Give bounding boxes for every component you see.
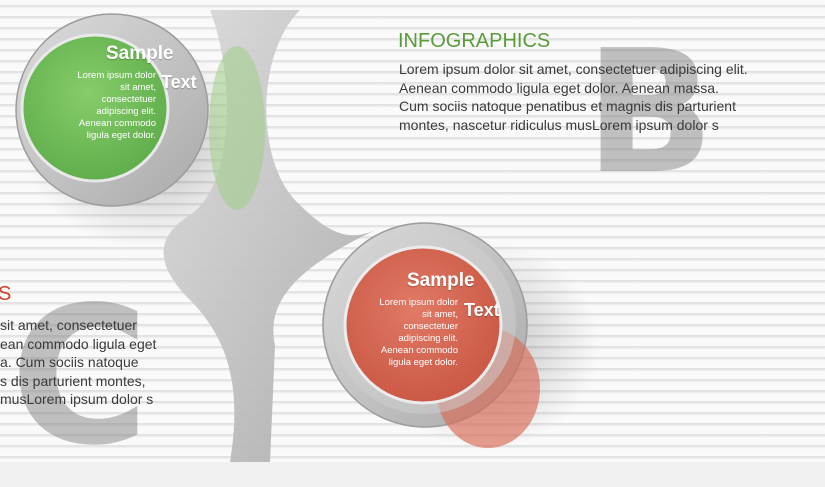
section-c-line: ean commodo ligula eget — [0, 335, 157, 352]
green-bubble-line: sit amet, — [120, 82, 156, 93]
red-bubble-line: Aenean commodo — [380, 345, 458, 356]
green-bubble-line: Lorem ipsum dolor — [77, 70, 156, 81]
infographic-ring-graphic — [15, 10, 600, 462]
section-letter-b: B — [585, 14, 715, 212]
red-bubble-line: consectetuer — [403, 321, 458, 332]
green-bubble-line: ligula eget dolor. — [86, 130, 156, 141]
green-reflection — [209, 46, 265, 210]
section-c-heading: S — [0, 283, 12, 305]
red-bubble-text: Lorem ipsum dolor sit amet, consectetuer… — [340, 297, 458, 369]
green-bubble-text: Lorem ipsum dolor sit amet, consectetuer… — [38, 70, 156, 142]
red-bubble-line: sit amet, — [422, 309, 458, 320]
section-b-paragraph: Lorem ipsum dolor sit amet, consectetuer… — [399, 61, 748, 133]
section-c-line: musLorem ipsum dolor s — [0, 391, 154, 407]
ring-bottom-edge — [322, 222, 528, 428]
section-c-line: s dis parturient montes, — [0, 372, 146, 389]
green-circle-rim — [20, 33, 170, 183]
s-band — [163, 10, 380, 462]
section-c-line: sit amet, consectetuer — [0, 317, 137, 333]
section-letter-c: C — [10, 266, 150, 487]
red-bubble-line: Lorem ipsum dolor — [379, 297, 458, 308]
red-bubble-line: ligula eget dolor. — [388, 357, 458, 368]
section-c-paragraph: sit amet, consectetuer ean commodo ligul… — [0, 316, 200, 409]
green-bubble-line: consectetuer — [101, 94, 156, 105]
red-bubble-line: adipiscing elit. — [398, 333, 458, 344]
ring-top-edge — [15, 13, 209, 207]
red-bubble-title-2: Text — [464, 300, 500, 320]
green-bubble-title-2: Text — [161, 72, 197, 92]
section-c-line: a. Cum sociis natoque — [0, 354, 139, 370]
red-bubble-title: Sample — [407, 270, 475, 291]
red-circle — [345, 247, 501, 403]
green-bubble-title: Sample — [106, 43, 174, 64]
red-circle-rim — [343, 245, 503, 405]
green-bubble-line: adipiscing elit. — [96, 106, 156, 117]
green-circle — [22, 35, 168, 181]
green-bubble-line: Aenean commodo — [78, 118, 156, 129]
section-b-heading: INFOGRAPHICS — [398, 30, 551, 52]
